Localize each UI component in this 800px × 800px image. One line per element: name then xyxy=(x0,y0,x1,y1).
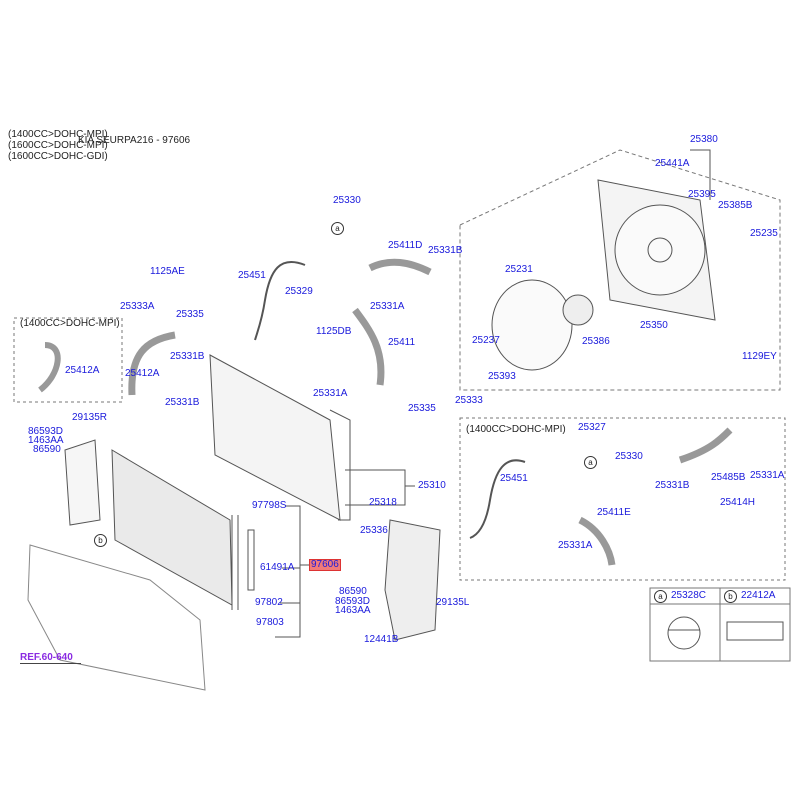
part-label[interactable]: 25385B xyxy=(718,200,753,211)
part-label[interactable]: 25386 xyxy=(582,336,610,347)
part-label[interactable]: 86590 xyxy=(339,586,367,597)
fan-blades xyxy=(614,204,706,296)
cap-label-icon xyxy=(667,616,701,650)
fan-motor xyxy=(562,294,594,326)
part-label[interactable]: 1129EY xyxy=(742,351,777,362)
part-label[interactable]: 25333 xyxy=(455,395,483,406)
part-label[interactable]: 25451 xyxy=(238,270,266,281)
right-variant-label: (1400CC>DOHC-MPI) xyxy=(466,424,566,435)
part-label[interactable]: 25350 xyxy=(640,320,668,331)
part-label[interactable]: 25414H xyxy=(720,497,756,508)
part-label[interactable]: 25451 xyxy=(500,473,528,484)
hose-25411 xyxy=(352,307,385,386)
marker-b: b xyxy=(94,534,107,547)
engine-line-1: (1400CC>DOHC-MPI) xyxy=(8,129,108,140)
engine-line-3: (1600CC>DOHC-GDI) xyxy=(8,151,108,162)
part-label[interactable]: 25331B xyxy=(655,480,690,491)
fan-blade-front xyxy=(491,279,573,371)
part-label[interactable]: 25333A xyxy=(120,301,155,312)
overlay-text: KIA SEURPA216 - 97606 xyxy=(78,135,191,146)
marker-a: a xyxy=(584,456,597,469)
part-label[interactable]: 25411D xyxy=(388,240,423,251)
part-label[interactable]: 25235 xyxy=(750,228,778,239)
part-label[interactable]: 25441A xyxy=(655,158,690,169)
bracket-left xyxy=(64,439,101,526)
air-guard-right xyxy=(384,519,441,641)
part-label[interactable]: 25380 xyxy=(690,134,718,145)
hose-25412a-box xyxy=(38,342,61,393)
hose-25414h xyxy=(678,427,733,464)
warning-label-icon xyxy=(726,621,784,641)
hose-25451-right xyxy=(469,459,526,539)
left-variant-label: (1400CC>DOHC-MPI) xyxy=(20,318,120,329)
part-label[interactable]: 25331A xyxy=(370,301,405,312)
legend-marker-a: a xyxy=(654,590,667,603)
part-label[interactable]: 86590 xyxy=(33,444,61,455)
part-label[interactable]: 1125DB xyxy=(316,326,352,337)
part-label[interactable]: 25318 xyxy=(369,497,397,508)
right-variant-box xyxy=(459,417,786,581)
part-label[interactable]: 25327 xyxy=(578,422,606,433)
part-label[interactable]: 1463AA xyxy=(335,605,371,616)
radiator xyxy=(209,354,341,521)
part-label[interactable]: 97798S xyxy=(252,500,287,511)
legend-part-a[interactable]: 25328C xyxy=(671,590,707,601)
part-label[interactable]: 25331A xyxy=(750,470,785,481)
part-label[interactable]: 86593D xyxy=(335,596,371,607)
part-label[interactable]: 25411 xyxy=(388,337,416,348)
part-label[interactable]: 25331B xyxy=(170,351,205,362)
part-label[interactable]: 25412A xyxy=(125,368,160,379)
fan-assembly-outline xyxy=(459,149,781,391)
part-label[interactable]: 97802 xyxy=(255,597,283,608)
part-label[interactable]: 25329 xyxy=(285,286,313,297)
part-label[interactable]: 1125AE xyxy=(150,266,185,277)
legend-part-b[interactable]: 22412A xyxy=(741,590,776,601)
part-label[interactable]: 1463AA xyxy=(28,435,64,446)
part-label[interactable]: 25331A xyxy=(558,540,593,551)
highlighted-part-label[interactable]: 97606 xyxy=(309,559,341,571)
engine-line-2: (1600CC>DOHC-MPI) xyxy=(8,140,108,151)
part-label[interactable]: 25411E xyxy=(597,507,631,518)
part-label[interactable]: 25485B xyxy=(711,472,746,483)
part-label[interactable]: 25331B xyxy=(428,245,463,256)
part-label[interactable]: 25412A xyxy=(65,365,100,376)
part-label[interactable]: 25231 xyxy=(505,264,533,275)
condenser xyxy=(111,449,233,606)
part-label[interactable]: 25336 xyxy=(360,525,388,536)
part-label[interactable]: 97803 xyxy=(256,617,284,628)
part-label[interactable]: 25331A xyxy=(313,388,348,399)
hose-25451 xyxy=(254,260,306,341)
part-label[interactable]: 25395 xyxy=(688,189,716,200)
left-variant-box xyxy=(13,317,123,403)
part-label[interactable]: 12441B xyxy=(364,634,399,645)
hose-25411d xyxy=(368,258,432,276)
marker-a: a xyxy=(331,222,344,235)
part-label[interactable]: 25393 xyxy=(488,371,516,382)
legend-marker-b: b xyxy=(724,590,737,603)
hose-25411e xyxy=(578,516,616,566)
part-label[interactable]: 86593D xyxy=(28,426,64,437)
part-label[interactable]: 29135R xyxy=(72,412,108,423)
hose-25412a xyxy=(128,331,176,396)
ref-link[interactable]: REF.60-640 xyxy=(20,652,81,664)
part-label[interactable]: 29135L xyxy=(436,597,470,608)
part-label[interactable]: 61491A xyxy=(260,562,295,573)
part-label[interactable]: 25237 xyxy=(472,335,500,346)
part-label[interactable]: 25310 xyxy=(418,480,446,491)
front-carrier xyxy=(27,544,206,691)
part-label[interactable]: 25330 xyxy=(615,451,643,462)
part-label[interactable]: 25330 xyxy=(333,195,361,206)
part-label[interactable]: 25335 xyxy=(176,309,204,320)
part-label[interactable]: 25335 xyxy=(408,403,436,414)
part-label[interactable]: 25331B xyxy=(165,397,200,408)
